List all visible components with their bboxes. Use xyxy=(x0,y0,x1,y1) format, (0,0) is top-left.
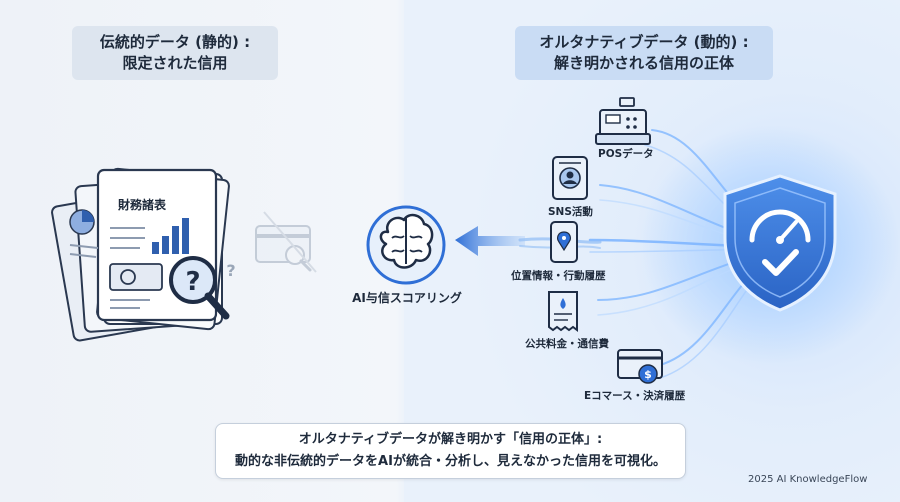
traditional-title-line2: 限定された信用 xyxy=(122,54,228,72)
faded-credit-card-icon xyxy=(255,211,317,273)
traditional-data-title: 伝統的データ (静的) : 限定された信用 xyxy=(72,26,278,80)
alternative-data-title: オルタナティブデータ (動的) : 解き明かされる信用の正体 xyxy=(515,26,773,80)
source-label-pos: POSデータ xyxy=(598,148,654,160)
summary-line2: 動的な非伝統的データをAIが統合・分析し、見えなかった信用を可視化。 xyxy=(235,454,666,469)
financial-documents-icon xyxy=(51,167,230,342)
svg-text:?: ? xyxy=(185,267,200,297)
svg-text:$: $ xyxy=(644,368,652,381)
source-label-ecommerce: Eコマース・決済履歴 xyxy=(584,390,686,402)
svg-text:?: ? xyxy=(226,261,235,280)
payment-card-icon: $ xyxy=(617,349,663,384)
magnifier-question-icon: ? ? xyxy=(169,256,236,320)
location-phone-icon xyxy=(550,221,578,263)
ai-scoring-label: AI与信スコアリング xyxy=(352,291,462,305)
summary-box: オルタナティブデータが解き明かす「信用の正体」: 動的な非伝統的データをAIが統… xyxy=(215,423,686,479)
alternative-title-line1: オルタナティブデータ (動的) : xyxy=(539,33,749,51)
source-label-sns: SNS活動 xyxy=(548,206,593,218)
social-profile-icon xyxy=(552,156,588,200)
summary-line1: オルタナティブデータが解き明かす「信用の正体」: xyxy=(298,432,603,447)
source-label-location: 位置情報・行動履歴 xyxy=(511,270,606,282)
alternative-title-line2: 解き明かされる信用の正体 xyxy=(553,54,734,72)
traditional-title-line1: 伝統的データ (静的) : xyxy=(99,33,251,51)
source-label-utilities: 公共料金・通信費 xyxy=(525,338,609,350)
ai-brain-icon xyxy=(366,205,446,285)
trust-shield-icon xyxy=(723,174,837,312)
credit-text: 2025 AI KnowledgeFlow xyxy=(748,474,868,485)
financial-statement-label: 財務諸表 xyxy=(118,198,167,212)
bill-receipt-icon xyxy=(548,291,578,332)
data-flow-arrow xyxy=(455,226,525,256)
cash-register-icon xyxy=(595,97,651,145)
